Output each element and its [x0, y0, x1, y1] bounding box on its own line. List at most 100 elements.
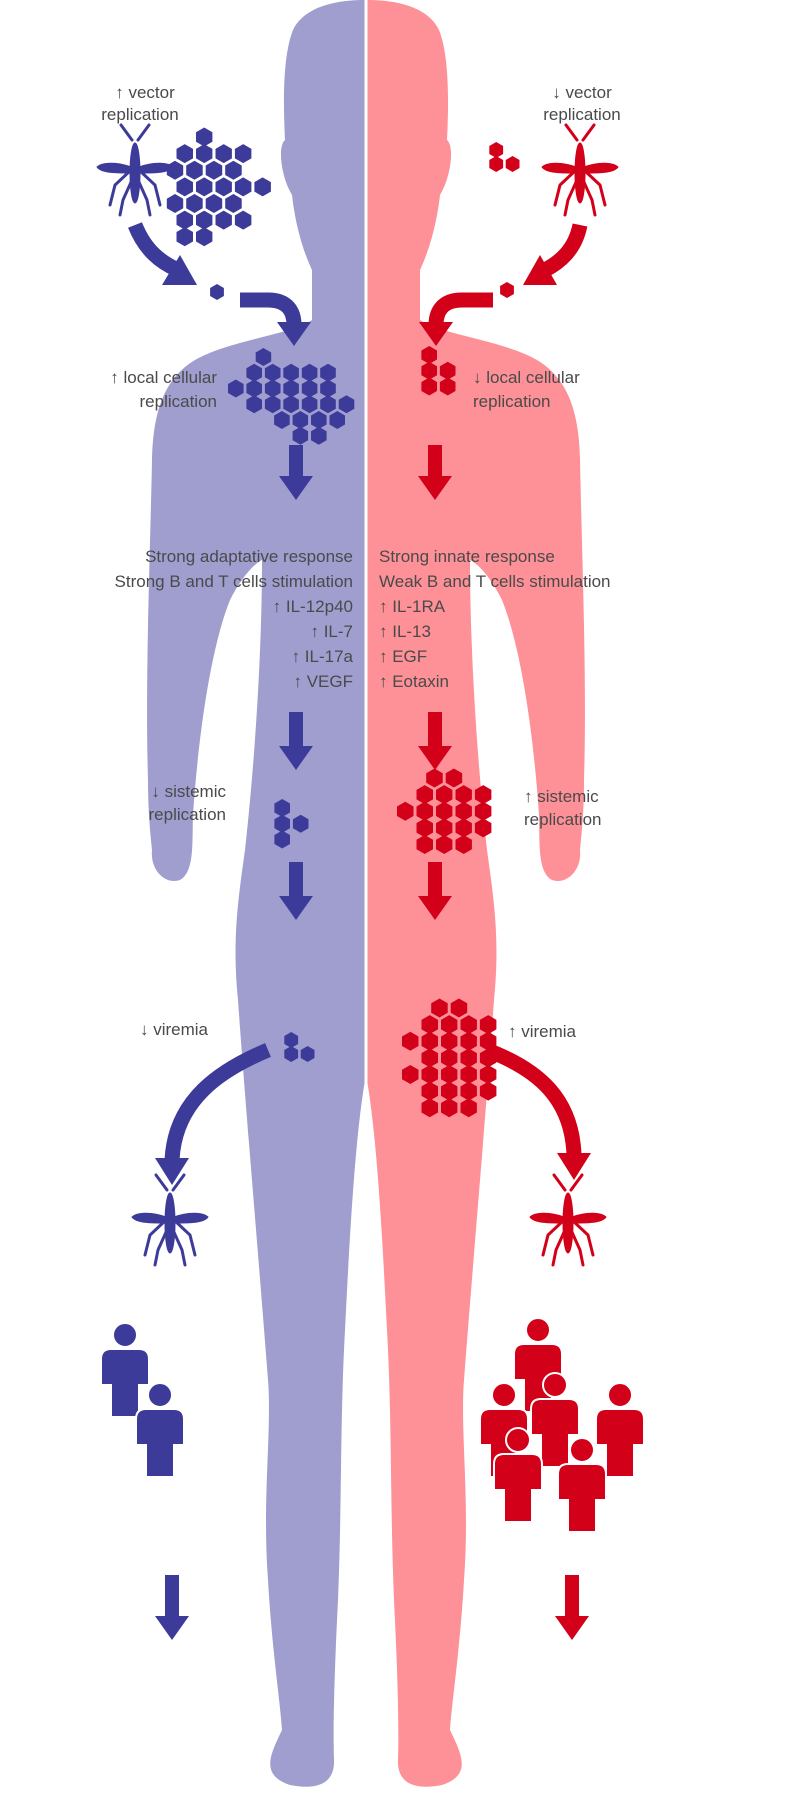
mosquito-icon — [131, 1173, 209, 1267]
arrow-shaft — [428, 445, 442, 478]
virus-hexagon-icon — [283, 395, 299, 414]
virus-hexagon-icon — [421, 377, 437, 396]
right-sistemic-line1: ↑ sistemic — [524, 787, 599, 806]
virus-hexagon-icon — [436, 801, 453, 821]
virus-hexagon-icon — [441, 1098, 458, 1118]
virus-hexagon-icon — [474, 801, 492, 821]
virus-hexagon-icon — [186, 160, 203, 180]
person-icon — [557, 1437, 607, 1533]
right-labels: ↓ vector replication ↓ local cellular re… — [379, 83, 621, 1041]
virus-hexagon-icon — [460, 1065, 477, 1084]
virus-hexagon-icon — [460, 1015, 477, 1035]
virus-hexagon-icon — [320, 379, 336, 398]
virus-hexagon-icon — [196, 144, 213, 164]
right-response-line3: ↑ IL-1RA — [379, 597, 446, 616]
curved-arrow-head-icon — [523, 255, 557, 285]
virus-hexagon-icon — [246, 379, 262, 398]
arrow-shaft — [289, 712, 303, 748]
right-vector-line2: replication — [543, 105, 621, 124]
virus-hexagon-icon — [254, 177, 271, 197]
virus-hexagon-icon — [416, 801, 433, 821]
right-response-line2: Weak B and T cells stimulation — [379, 572, 611, 591]
arrow-shaft — [289, 445, 303, 478]
mosquito-icon — [541, 123, 619, 217]
virus-hexagon-icon — [300, 1046, 315, 1062]
arrow-down-icon — [279, 896, 313, 920]
virus-hexagon-icon — [421, 1048, 438, 1068]
virus-hexagon-icon — [416, 785, 433, 805]
virus-hexagon-icon — [228, 379, 244, 398]
virus-hexagon-icon — [205, 160, 223, 180]
virus-hexagon-icon — [421, 1098, 438, 1118]
virus-hexagon-icon — [421, 1015, 438, 1035]
left-response-line3: ↑ IL-12p40 — [273, 597, 353, 616]
arrow-down-icon — [418, 896, 452, 920]
virus-hexagon-icon — [311, 426, 327, 445]
virus-hexagon-icon — [234, 210, 252, 230]
mosquito-icon — [96, 123, 174, 217]
right-response-line6: ↑ Eotaxin — [379, 672, 449, 691]
virus-hexagon-icon — [421, 1081, 438, 1101]
arrow-shaft — [428, 862, 442, 898]
virus-hexagon-icon — [431, 998, 448, 1018]
virus-hexagon-icon — [196, 227, 213, 247]
virus-hexagon-icon — [246, 395, 262, 414]
right-vector-line1: ↓ vector — [552, 83, 612, 102]
virus-hexagon-icon — [421, 1031, 438, 1051]
virus-hexagon-icon — [441, 1048, 458, 1068]
virus-hexagon-icon — [196, 177, 213, 197]
virus-hexagon-icon — [186, 194, 203, 213]
virus-hexagon-icon — [210, 284, 224, 300]
virus-hexagon-icon — [215, 210, 232, 230]
left-viremia: ↓ viremia — [140, 1020, 209, 1039]
virus-hexagon-icon — [234, 177, 252, 197]
virus-hexagon-icon — [292, 814, 309, 833]
person-icon — [595, 1382, 645, 1478]
virus-hexagon-icon — [205, 194, 223, 213]
person-icon — [530, 1372, 580, 1468]
virus-hexagon-icon — [455, 801, 472, 821]
curved-arrow-head-icon — [277, 322, 311, 346]
arrow-shaft — [565, 1575, 579, 1618]
virus-hexagon-icon — [176, 144, 193, 164]
virus-hexagon-icon — [320, 363, 336, 382]
virus-hexagon-icon — [455, 818, 472, 838]
virus-hexagon-icon — [460, 1098, 477, 1118]
curved-arrow-shaft — [164, 1043, 271, 1161]
arrow-shaft — [165, 1575, 179, 1618]
virus-hexagon-icon — [301, 363, 318, 382]
virus-hexagon-icon — [301, 395, 318, 414]
virus-hexagon-icon — [479, 1065, 497, 1084]
virus-hexagon-icon — [436, 785, 453, 805]
left-local-line1: ↑ local cellular — [110, 368, 217, 387]
arrow-down-icon — [279, 746, 313, 770]
left-local-line2: replication — [140, 392, 218, 411]
virus-hexagon-icon — [450, 998, 468, 1018]
virus-hexagon-icon — [436, 835, 453, 854]
virus-hexagon-icon — [479, 1048, 497, 1068]
virus-hexagon-icon — [460, 1031, 477, 1051]
virus-hexagon-icon — [421, 346, 437, 364]
virus-hexagon-icon — [284, 1046, 299, 1062]
right-local-line1: ↓ local cellular — [473, 368, 580, 387]
virus-hexagon-icon — [283, 363, 299, 382]
virus-hexagon-icon — [441, 1031, 458, 1051]
arrow-down-icon — [155, 1616, 189, 1640]
curved-arrow-shaft — [428, 292, 493, 326]
left-labels: ↑ vector replication ↑ local cellular re… — [101, 83, 353, 1039]
curved-arrow-shaft — [484, 1042, 582, 1156]
person-icon — [100, 1322, 150, 1418]
virus-hexagon-icon — [176, 227, 193, 247]
virus-hexagon-icon — [439, 377, 456, 396]
virus-hexagon-icon — [196, 127, 213, 147]
virus-hexagon-icon — [301, 379, 318, 398]
virus-hexagon-icon — [441, 1065, 458, 1084]
virus-hexagon-icon — [292, 411, 309, 429]
left-vector-line2: replication — [101, 105, 179, 124]
virus-hexagon-icon — [402, 1065, 419, 1084]
virus-hexagon-icon — [274, 814, 290, 833]
right-response-line5: ↑ EGF — [379, 647, 427, 666]
left-response-line5: ↑ IL-17a — [292, 647, 354, 666]
